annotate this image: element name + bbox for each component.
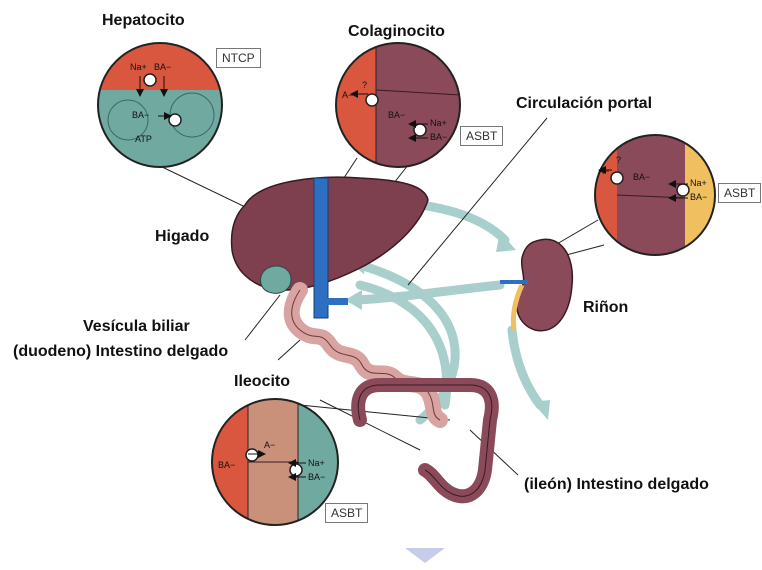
ileo-ba-right: BA− xyxy=(308,472,325,482)
transporter-bsep xyxy=(169,114,181,126)
kidney xyxy=(516,239,572,331)
chevron-down-icon xyxy=(405,548,445,563)
arrowhead-urine xyxy=(532,400,550,420)
hep-atp: ATP xyxy=(135,134,152,144)
flow-arrow-kidney-down xyxy=(512,330,540,405)
chol-a: A− xyxy=(342,90,353,100)
hep-na: Na+ xyxy=(130,62,147,72)
label-rinon: Riñon xyxy=(583,299,628,317)
label-higado: Higado xyxy=(155,228,209,246)
cholangiocyte-cell xyxy=(336,40,460,170)
badge-asbt-colangiocito: ASBT xyxy=(460,126,503,146)
label-ileocito: Ileocito xyxy=(234,373,290,391)
ileo-a: A− xyxy=(264,440,275,450)
hep-ba-top: BA− xyxy=(154,62,171,72)
badge-ntcp: NTCP xyxy=(216,48,261,68)
label-ileon: (ileón) Intestino delgado xyxy=(524,476,709,494)
transporter-ntcp xyxy=(144,74,156,86)
renal-ba-left: BA− xyxy=(633,172,650,182)
ileo-na: Na+ xyxy=(308,458,325,468)
chol-ba-right: BA− xyxy=(430,132,447,142)
liver xyxy=(232,177,428,290)
transporter-asbt-renal xyxy=(677,184,689,196)
transporter-asbt-chol xyxy=(414,124,426,136)
transporter-ostab-ileo xyxy=(246,449,258,461)
portal-vein xyxy=(314,178,328,318)
chol-na: Na+ xyxy=(430,118,447,128)
renal-na: Na+ xyxy=(690,178,707,188)
portal-branch xyxy=(326,298,348,305)
badge-asbt-rinon: ASBT xyxy=(718,183,761,203)
transporter-asbt-ileo xyxy=(290,464,302,476)
transporter-ostab-chol xyxy=(366,94,378,106)
ileo-ba-left: BA− xyxy=(218,460,235,470)
label-colaginocito: Colaginocito xyxy=(348,23,445,41)
label-hepatocito: Hepatocito xyxy=(102,12,185,30)
chol-ba-left: BA− xyxy=(388,110,405,120)
renal-a: A− xyxy=(598,166,609,176)
label-duodeno: (duodeno) Intestino delgado xyxy=(13,343,228,361)
gallbladder xyxy=(261,266,291,293)
label-vesicula-biliar: Vesícula biliar xyxy=(83,318,190,336)
transporter-ostab-renal xyxy=(611,172,623,184)
renal-q: ? xyxy=(616,155,621,165)
chol-q: ? xyxy=(362,80,367,90)
label-circulacion-portal: Circulación portal xyxy=(516,95,652,113)
renal-ba-right: BA− xyxy=(690,192,707,202)
hep-ba-mid: BA− xyxy=(132,110,149,120)
badge-asbt-ileocito: ASBT xyxy=(325,503,368,523)
